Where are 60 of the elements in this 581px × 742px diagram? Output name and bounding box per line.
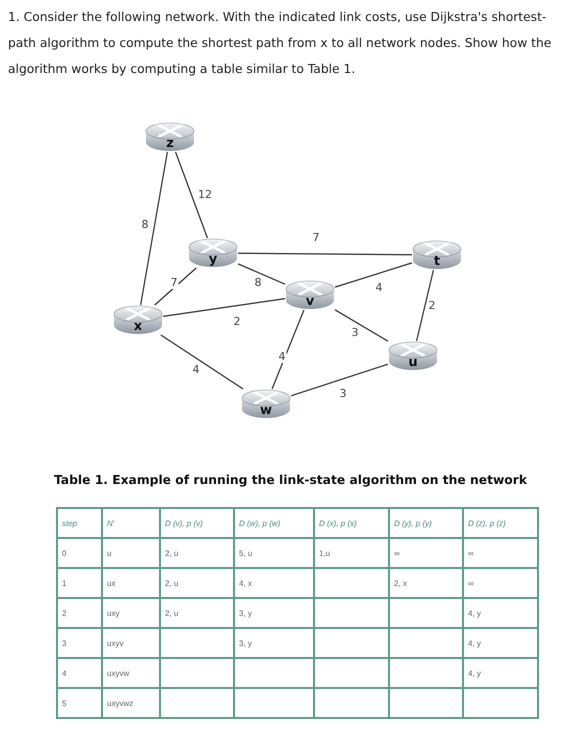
table-value: 5, u: [234, 538, 314, 568]
link-line: [334, 262, 412, 288]
table-value: ux: [102, 568, 160, 598]
table-value: 2, u: [160, 538, 234, 568]
link-cost: 4: [192, 364, 200, 376]
column-header: step: [57, 508, 102, 538]
link-cost: 8: [140, 219, 150, 231]
table-value: 2, u: [160, 598, 234, 628]
table-value: 0: [57, 538, 102, 568]
table-value: 1,u: [314, 538, 389, 568]
link-cost: 4: [278, 351, 286, 363]
link-line: [238, 263, 286, 285]
table-value: 4, y: [463, 628, 538, 658]
table-caption: Table 1. Example of running the link-state algorithm on the network: [52, 473, 528, 487]
question-text: 1. Consider the following network. With the indicated link costs, use Dijkstra's shortest-path algorithm to compute the shortest path from x to all network nodes. Show how the algorithm works by computing a table similar to Table 1.: [8, 9, 552, 78]
link-line: [238, 252, 412, 256]
table-value: uxyvwz: [102, 688, 160, 718]
link-cost: 7: [312, 232, 320, 244]
link-line: [175, 152, 208, 238]
table-value: uxyv: [102, 628, 160, 658]
column-header: D (x), p (x): [314, 508, 389, 538]
column-header: D (v), p (v): [160, 508, 234, 538]
table-value: uxy: [102, 598, 160, 628]
table-value: 3, y: [234, 598, 314, 628]
table-value: 2, u: [160, 568, 234, 598]
link-cost: 2: [428, 300, 436, 312]
link-cost: 3: [338, 388, 348, 400]
link-line: [154, 268, 197, 306]
link-line: [160, 334, 244, 390]
link-line: [162, 298, 286, 317]
link-cost: 4: [374, 282, 384, 294]
column-header: D (z), p (z): [463, 508, 538, 538]
table-value: 3, y: [234, 628, 314, 658]
column-header: D (w), p (w): [234, 508, 314, 538]
link-line: [140, 152, 168, 306]
link-line: [416, 270, 434, 342]
link-cost: 7: [170, 277, 178, 289]
table-value: 4: [57, 658, 102, 688]
table-value: 3: [57, 628, 102, 658]
link-cost: 3: [350, 327, 360, 339]
table-value: ∞: [463, 538, 538, 568]
link-line: [334, 309, 388, 342]
table-value: 2, x: [389, 568, 463, 598]
link-cost: 8: [254, 277, 262, 289]
link-line: [290, 364, 388, 396]
table-value: ∞: [389, 538, 463, 568]
table-value: 4, x: [234, 568, 314, 598]
link-cost: 12: [197, 189, 213, 201]
column-header: D (y), p (y): [389, 508, 463, 538]
table-value: 4, y: [463, 598, 538, 628]
table-value: uxyvw: [102, 658, 160, 688]
link-cost: 2: [232, 316, 242, 328]
table-value: 1: [57, 568, 102, 598]
table-value: 5: [57, 688, 102, 718]
table-value: ∞: [463, 568, 538, 598]
table-value: u: [102, 538, 160, 568]
column-header: N': [102, 508, 160, 538]
table-value: 2: [57, 598, 102, 628]
link-line: [272, 310, 304, 390]
table-value: 4, y: [463, 658, 538, 688]
